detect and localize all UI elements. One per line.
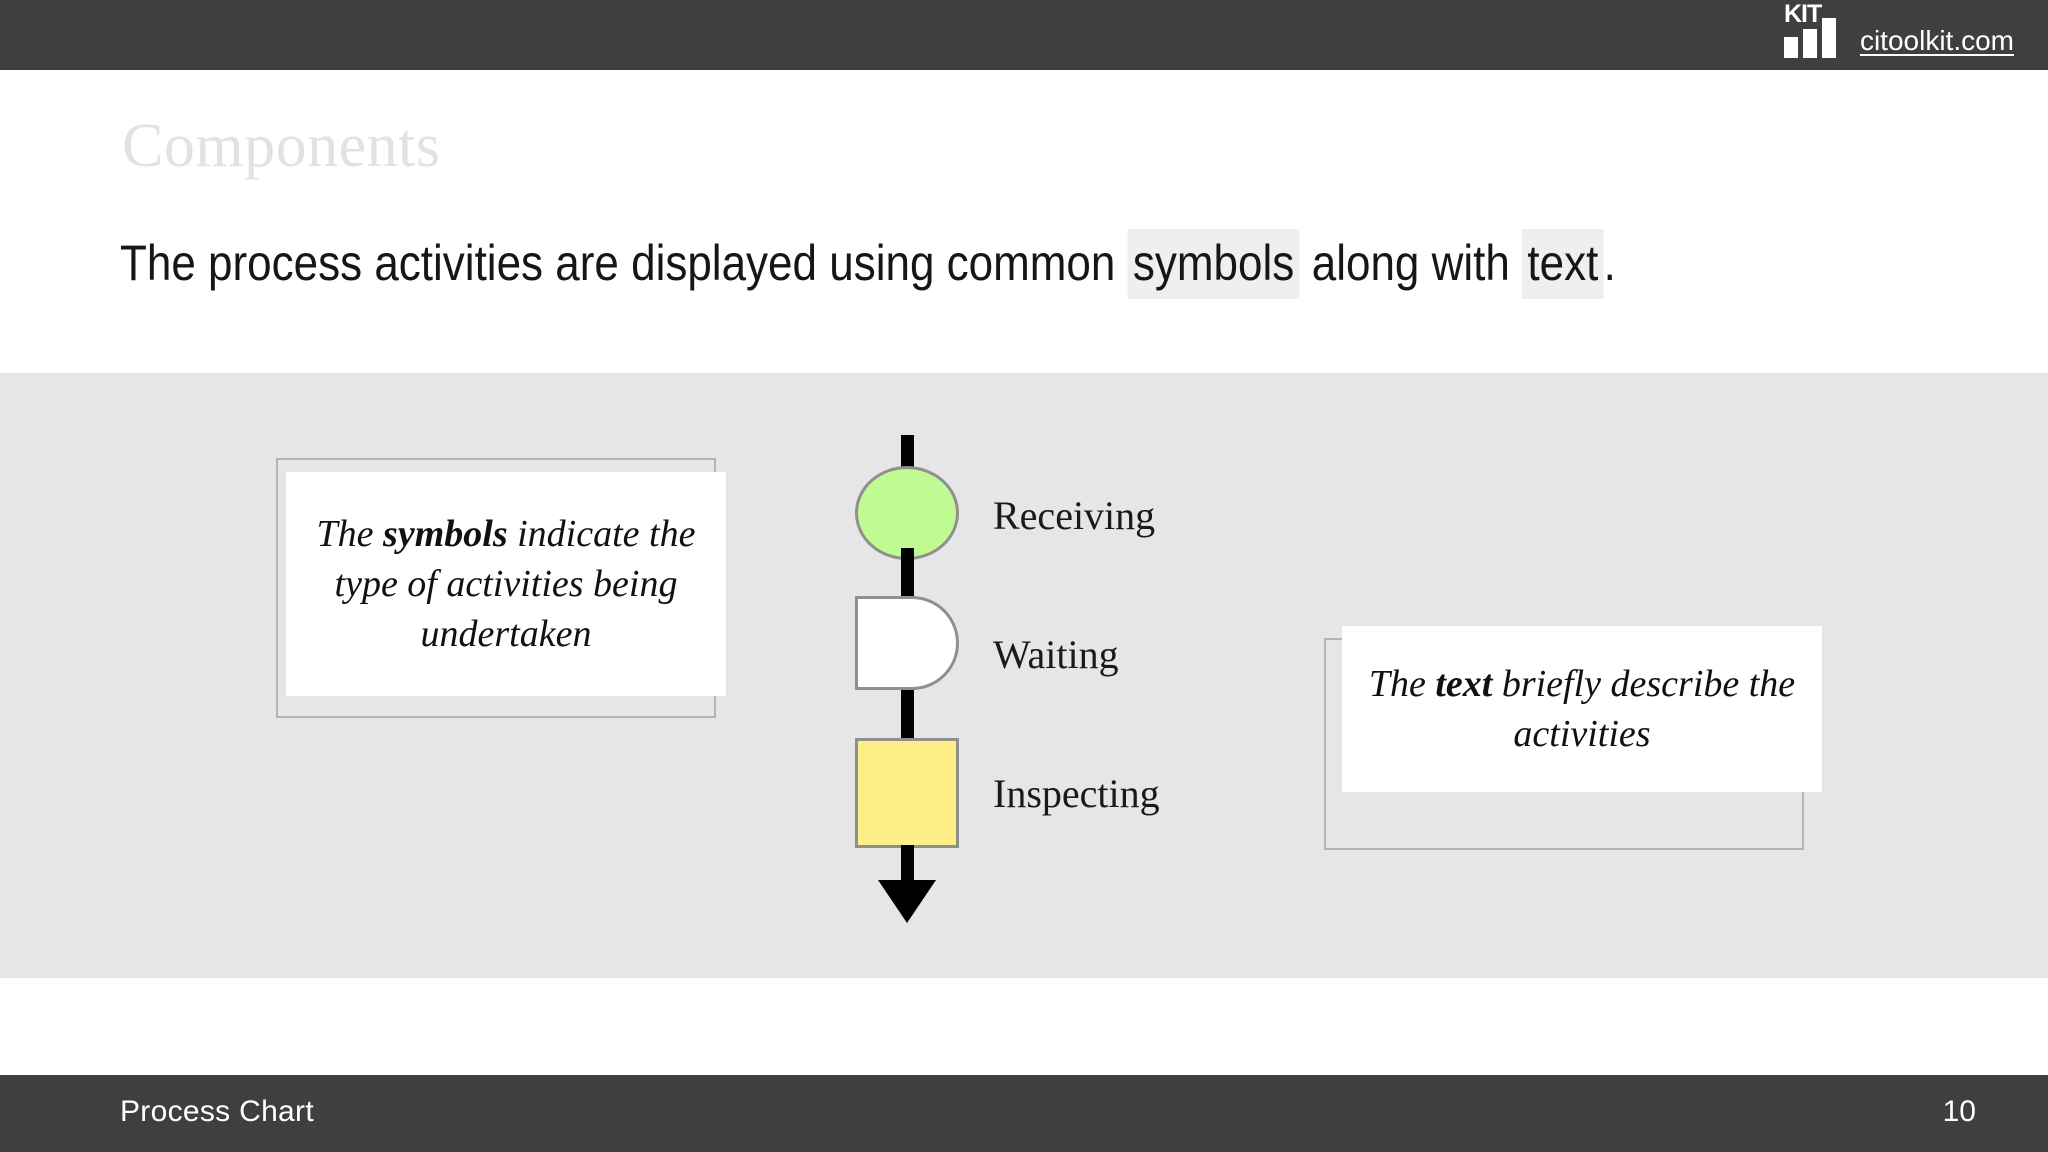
flow-label-receiving: Receiving [993, 493, 1156, 538]
logo-bar-3 [1821, 18, 1836, 58]
logo-bar-1 [1783, 37, 1798, 58]
kit-logo: KIT [1783, 0, 1848, 60]
lead-highlight-text: text [1522, 229, 1604, 299]
callout-right-bold: text [1435, 663, 1493, 705]
flow-node-waiting-halfcircle-icon[interactable] [855, 596, 959, 690]
callout-right-sheet: The text briefly describe the activities [1342, 626, 1822, 792]
lead-part-1: The process activities are displayed usi… [120, 235, 1128, 291]
footer-page-number: 10 [1942, 1095, 1976, 1128]
bar-chart-icon [1783, 18, 1836, 58]
page-title: Components [122, 112, 441, 180]
arrow-shaft [901, 845, 914, 887]
logo-bar-2 [1802, 29, 1817, 58]
flow-node-receiving-circle-icon[interactable] [855, 466, 959, 560]
footer-title: Process Chart [120, 1095, 314, 1128]
lead-sentence: The process activities are displayed usi… [120, 228, 1616, 299]
callout-right-suffix: briefly describe the activities [1492, 663, 1796, 755]
connector-waiting-to-inspecting [901, 690, 914, 738]
callout-left-prefix: The [316, 513, 384, 555]
callout-right: The text briefly describe the activities [1324, 626, 1824, 856]
flow-label-waiting: Waiting [993, 632, 1119, 677]
callout-right-text: The text briefly describe the activities [1342, 659, 1822, 759]
callout-left: The symbols indicate the type of activit… [276, 458, 726, 726]
lead-highlight-symbols: symbols [1127, 229, 1300, 299]
connector-receiving-to-waiting [901, 548, 914, 600]
brand-logo-group[interactable]: KIT citoolkit.com [1783, 0, 2014, 60]
callout-left-bold: symbols [383, 513, 508, 555]
callout-left-text: The symbols indicate the type of activit… [286, 509, 726, 659]
callout-left-sheet: The symbols indicate the type of activit… [286, 472, 726, 696]
flow-node-inspecting-square-icon[interactable] [855, 738, 959, 848]
callout-right-prefix: The [1368, 663, 1436, 705]
flow-label-inspecting: Inspecting [993, 771, 1160, 816]
footer-bar [0, 1075, 2048, 1152]
top-bar [0, 0, 2048, 70]
lead-part-2: along with [1299, 235, 1523, 291]
callout-left-suffix: indicate the type of activities being un… [334, 513, 696, 655]
lead-part-3: . [1603, 235, 1616, 291]
down-arrow-icon [878, 880, 936, 923]
kit-wordmark: KIT [1783, 0, 1822, 28]
brand-url-link[interactable]: citoolkit.com [1859, 25, 2014, 56]
